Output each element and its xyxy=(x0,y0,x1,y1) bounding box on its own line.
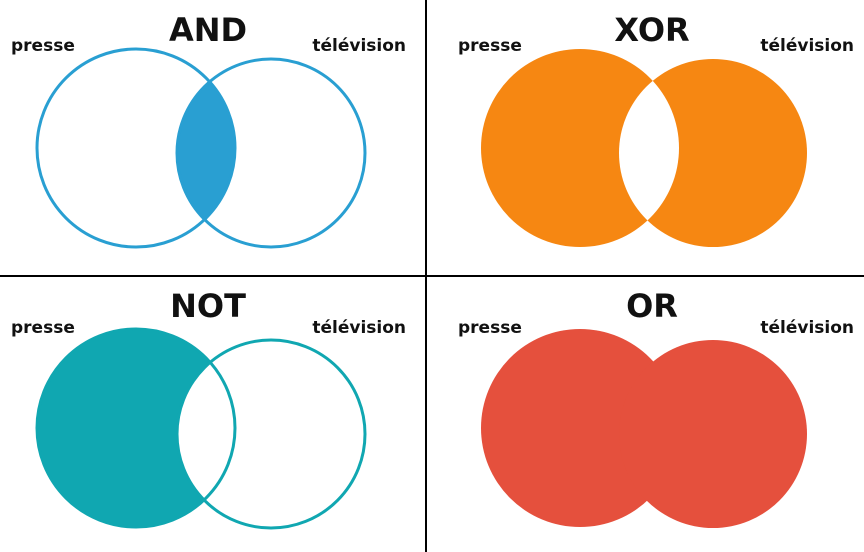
xor-left-set-label: presse xyxy=(458,36,522,56)
xor-title: XOR xyxy=(614,11,690,49)
not-title: NOT xyxy=(170,287,246,325)
xor-right-set-label: télévision xyxy=(760,36,854,56)
venn-or xyxy=(481,329,807,528)
xor-left-region xyxy=(481,49,679,247)
or-title: OR xyxy=(626,287,678,325)
venn-xor xyxy=(481,49,807,247)
panel-not: NOT presse télévision xyxy=(0,276,432,552)
not-right-set-label: télévision xyxy=(312,318,406,338)
xor-right-region xyxy=(619,59,807,247)
and-right-set-label: télévision xyxy=(312,36,406,56)
panel-xor: XOR presse télévision xyxy=(432,0,864,276)
not-left-set-label: presse xyxy=(11,318,75,338)
or-right-set-label: télévision xyxy=(760,318,854,338)
not-right-circle-outline xyxy=(175,338,367,530)
or-right-region xyxy=(619,340,807,528)
or-left-region xyxy=(481,329,679,527)
not-left-only-region xyxy=(37,329,235,527)
venn-not xyxy=(35,327,367,530)
and-left-set-label: presse xyxy=(11,36,75,56)
and-right-circle-outline xyxy=(175,57,367,249)
and-left-circle-outline xyxy=(35,47,237,249)
not-left-circle-outline xyxy=(35,327,237,529)
panel-and: AND presse télévision xyxy=(0,0,432,276)
and-title: AND xyxy=(168,11,248,49)
or-left-set-label: presse xyxy=(458,318,522,338)
horizontal-divider xyxy=(0,275,864,277)
panel-or: OR presse télévision xyxy=(432,276,864,552)
venn-and xyxy=(35,47,367,249)
